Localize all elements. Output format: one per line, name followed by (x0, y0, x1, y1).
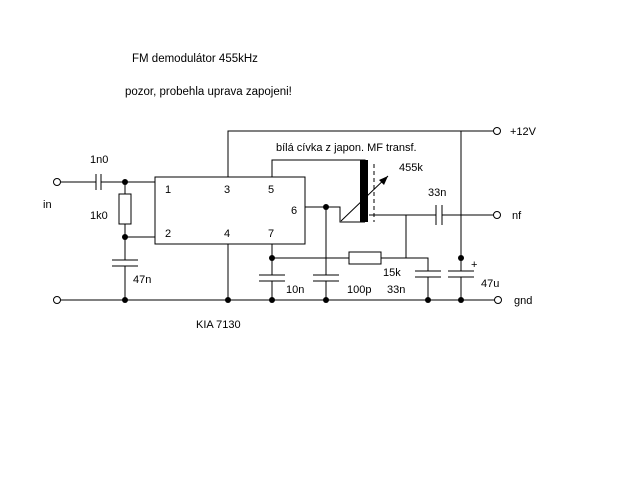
nf-label: nf (512, 210, 522, 222)
gnd-rail: gnd (53, 244, 532, 307)
ic-pin-3-label: 3 (224, 184, 230, 196)
vcc-label: +12V (510, 126, 537, 138)
r15k-to-output-wire (381, 215, 407, 259)
ic-pin-4-label: 4 (224, 228, 230, 240)
r15k-to-c33n-wire (406, 257, 429, 271)
gnd-label: gnd (514, 295, 532, 307)
pin6-to-coil-wire (305, 206, 365, 223)
junction-10n-gnd (269, 297, 275, 303)
ic-pin-5-label: 5 (268, 184, 274, 196)
capacitor-47n (112, 259, 138, 267)
coil-label: bílá cívka z japon. MF transf. (276, 142, 417, 154)
ic-pin-7-label: 7 (268, 228, 274, 240)
coil-frequency-label: 455k (399, 162, 423, 174)
junction-47u-gnd (458, 297, 464, 303)
resistor-15k (348, 251, 382, 265)
junction-33n-gnd (425, 297, 431, 303)
capacitor-1n0 (95, 174, 102, 190)
resistor-1k0-label: 1k0 (90, 210, 108, 222)
capacitor-10n (259, 274, 285, 282)
diagram-note: pozor, probehla uprava zapojeni! (125, 86, 292, 98)
pin5-to-coil-wire (271, 159, 366, 177)
capacitor-1n0-label: 1n0 (90, 154, 108, 166)
coil-section: bílá cívka z japon. MF transf. 455k (271, 142, 423, 223)
resistor-15k-label: 15k (383, 267, 401, 279)
capacitor-47n-label: 47n (133, 274, 151, 286)
ic-body (154, 176, 306, 245)
ic-pin-6-label: 6 (291, 205, 297, 217)
capacitor-47u (448, 270, 474, 278)
input-section: in 1n0 1k0 47n (43, 154, 155, 303)
junction-47n-gnd (122, 297, 128, 303)
ic-kia7130: 1 2 3 4 5 6 7 KIA 7130 (154, 176, 306, 331)
coil-tuning-arrow (340, 175, 389, 222)
ic-name: KIA 7130 (196, 319, 241, 331)
capacitor-47u-plus: + (471, 259, 477, 271)
junction-100p-gnd (323, 297, 329, 303)
capacitor-10n-label: 10n (286, 284, 304, 296)
ic-pin-1-label: 1 (165, 184, 171, 196)
capacitor-33n-bottom-label: 33n (387, 284, 405, 296)
pin7-section: 10n 15k 33n (259, 215, 441, 303)
coil-core (360, 160, 368, 222)
capacitor-33n-output-label: 33n (428, 187, 446, 199)
input-terminal (53, 178, 61, 186)
output-section: 33n nf (369, 187, 522, 225)
diagram-title: FM demodulátor 455kHz (132, 53, 258, 65)
junction-pin4-gnd (225, 297, 231, 303)
vcc-terminal (493, 127, 501, 135)
gnd-right-terminal (494, 296, 502, 304)
coil-tuning-arrowhead (379, 176, 388, 185)
c47u-section: + 47u (448, 255, 499, 303)
nf-terminal (493, 211, 501, 219)
resistor-1k0 (118, 193, 132, 225)
capacitor-100p-label: 100p (347, 284, 371, 296)
input-label: in (43, 199, 52, 211)
capacitor-47u-label: 47u (481, 278, 499, 290)
capacitor-100p (313, 274, 339, 282)
vcc-wire (227, 130, 494, 177)
ic-pin-2-label: 2 (165, 228, 171, 240)
capacitor-33n-output (435, 205, 443, 225)
c100p-section: 100p (313, 207, 371, 303)
vcc-rail: +12V (227, 126, 537, 258)
gnd-left-terminal (53, 296, 61, 304)
capacitor-33n-bottom (415, 270, 441, 278)
